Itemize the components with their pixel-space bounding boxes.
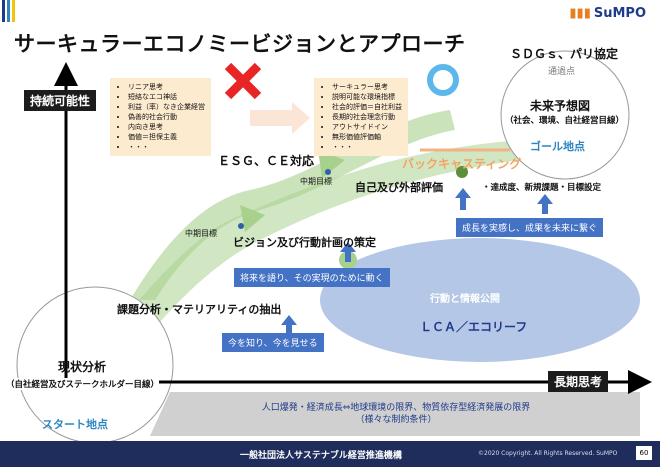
goal-circle [500,50,630,180]
new-thinking-item: サーキュラー思考 [332,82,402,92]
footer-org: 一般社団法人サステナブル経営推進機構 [240,451,402,461]
vision-sub-label: （社会、環境、自社経営目線） [505,116,625,126]
green-arrow-1 [240,205,265,232]
new-thinking-item: 長期的社会理念行動 [332,112,402,122]
accent-bar-3 [12,0,15,22]
vision-label: 未来予想図 [530,99,591,113]
accent-bar-2 [7,0,10,22]
new-thinking-item: 社会的評価＝自社利益 [332,102,402,112]
constraint-line-2: （様々な制約条件） [355,415,437,425]
action-ellipse [320,238,640,362]
constraint-base [150,392,640,436]
logo-text: SuMPO [593,6,646,21]
green-arrow-2 [318,150,345,178]
present-box: 今を知り、今を見せる [222,333,324,352]
old-thinking-list: リニア思考 短絡なエコ神話 利益（率）なき企業経営 偽善的社会行動 内向き思考 … [110,78,211,156]
accent-bars [0,0,22,36]
page-number: 60 [636,446,652,460]
footer: 一般社団法人サステナブル経営推進機構 ©2020 Copyright. All … [0,441,660,467]
goal-point-label: ゴール地点 [530,140,585,153]
up-arrow-3 [455,188,471,210]
ellipse-title: 行動と情報公開 [430,294,500,305]
new-thinking-list: サーキュラー思考 説明可能な環境指標 社会的評価＝自社利益 長期的社会理念行動 … [314,78,408,156]
current-analysis-label: 現状分析 [58,360,107,374]
start-point-label: スタート地点 [42,418,108,431]
y-axis-label: 持続可能性 [24,90,97,111]
old-thinking-item: 内向き思考 [128,122,205,132]
x-axis-label: 長期思考 [548,371,609,392]
backcasting-label: バックキャスティング [402,157,522,171]
mid-goal-label-2: 中期目標 [300,177,332,186]
self-eval-detail: ・達成度、新規課題・目標設定 [482,183,602,193]
footer-copyright: ©2020 Copyright. All Rights Reserved. Su… [478,450,618,457]
old-thinking-item: 価値＝担保主義 [128,132,205,142]
vision-plan-label: ビジョン及び行動計画の策定 [233,236,376,249]
page-title: サーキュラーエコノミービジョンとアプローチ [14,32,466,56]
vision-diagram [16,50,652,441]
old-thinking-item: 偽善的社会行動 [128,112,205,122]
sumpo-logo: ▮▮▮SuMPO [569,6,646,21]
self-eval-label: 自己及び外部評価 [355,181,443,194]
new-thinking-item: ・・・ [332,142,402,152]
esg-label: ＥＳＧ、ＣＥ対応 [218,154,315,168]
old-thinking-item: 短絡なエコ神話 [128,92,205,102]
sdgs-sub-label: 通過点 [548,67,576,77]
constraint-text: 人口爆発・経済成長⇔地球環境の限界、物質依存型経済発展の限界 （様々な制約条件） [156,397,636,433]
logo-mark-icon: ▮▮▮ [569,6,591,21]
new-thinking-item: アウトサイドイン [332,122,402,132]
up-arrow-4 [537,194,553,214]
old-thinking-item: 利益（率）なき企業経営 [128,102,205,112]
mid-goal-dot-1 [238,223,244,229]
up-arrow-2 [340,242,356,262]
constraint-line-1: 人口爆発・経済成長⇔地球環境の限界、物質依存型経済発展の限界 [261,403,531,413]
mid-goal-dot-2 [325,169,331,175]
materiality-label: 課題分析・マテリアリティの抽出 [117,303,282,316]
cross-mark-icon [224,62,262,100]
current-analysis-sub: （自社経営及びステークホルダー目線） [6,378,160,390]
old-thinking-item: リニア思考 [128,82,205,92]
future-box: 将来を語り、その実現のために動く [234,268,390,287]
new-thinking-item: 説明可能な環境指標 [332,92,402,102]
green-flow-upper [130,110,455,300]
growth-box: 成長を実感し、成果を未来に繋ぐ [456,218,604,237]
milestone-dot-2 [456,166,468,178]
start-circle [16,286,174,441]
new-thinking-item: 無形価値評価軸 [332,132,402,142]
accent-bar-1 [2,0,5,22]
circle-mark-icon [427,64,459,96]
transition-arrow [250,102,310,134]
sdgs-label: ＳＤＧｓ、パリ協定 [510,47,619,61]
lca-label: ＬＣＡ／エコリーフ [420,320,528,334]
mid-goal-label-1: 中期目標 [185,229,217,238]
up-arrow-1 [281,315,297,333]
old-thinking-item: ・・・ [128,142,205,152]
